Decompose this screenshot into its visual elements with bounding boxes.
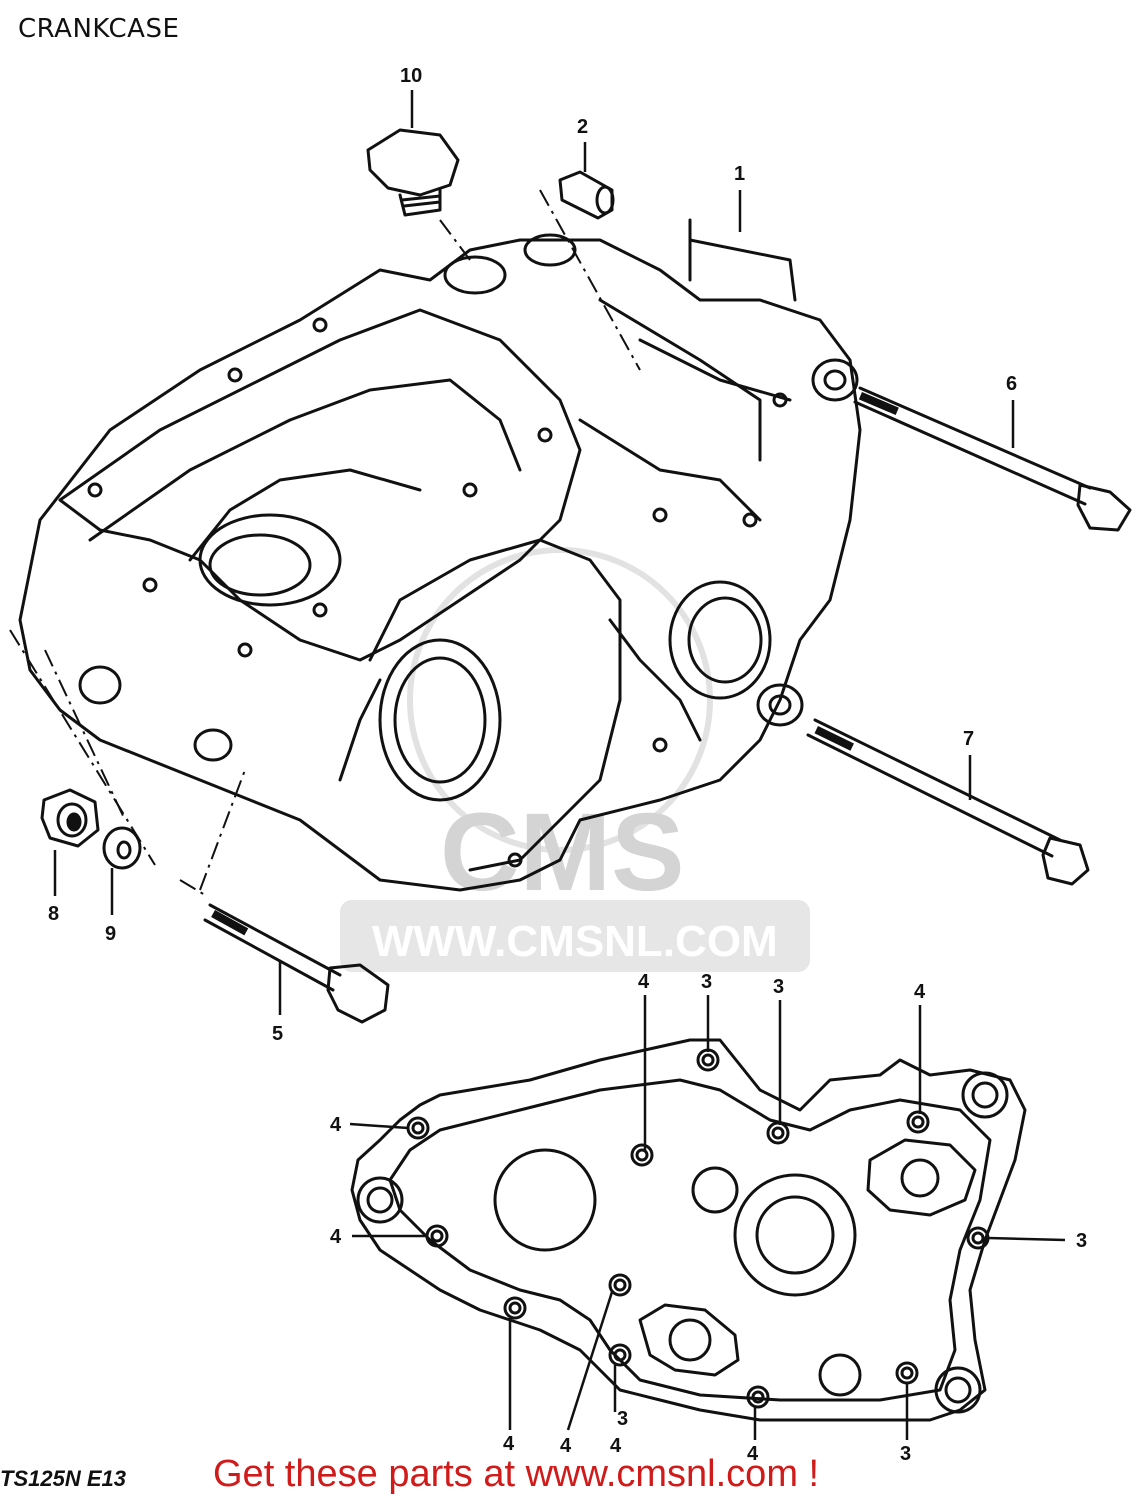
callout-bot-4b: 4 bbox=[560, 1435, 572, 1457]
filler-plug-part bbox=[366, 128, 460, 217]
callout-8: 8 bbox=[48, 903, 59, 925]
callout-right-3: 3 bbox=[1076, 1230, 1087, 1252]
bolt-5-part bbox=[203, 903, 390, 1024]
callout-bot-4d: 4 bbox=[747, 1443, 759, 1465]
callout-lines bbox=[53, 90, 1066, 1440]
dowel-pin-part bbox=[558, 170, 615, 220]
callout-9: 9 bbox=[105, 923, 116, 945]
watermark: CMS WWW.CMSNL.COM bbox=[340, 547, 810, 972]
leader-lines bbox=[9, 189, 641, 896]
watermark-url: WWW.CMSNL.COM bbox=[372, 917, 778, 966]
callout-5: 5 bbox=[272, 1023, 283, 1045]
callout-top-3b: 3 bbox=[773, 976, 784, 998]
callout-7: 7 bbox=[963, 728, 974, 750]
page-title: CRANKCASE bbox=[18, 14, 180, 44]
callout-1: 1 bbox=[734, 163, 745, 185]
long-bolt-7-part bbox=[806, 718, 1090, 886]
crankcase-assembly bbox=[18, 218, 862, 892]
callout-top-4b: 4 bbox=[914, 981, 926, 1003]
nut-8-part bbox=[40, 788, 100, 848]
loose-parts bbox=[40, 128, 1132, 1024]
callout-numbers: 10 2 1 6 7 8 9 5 4 3 3 4 4 4 3 4 4 4 3 4… bbox=[48, 65, 1087, 1465]
callout-10: 10 bbox=[400, 65, 422, 87]
callout-bot-4a: 4 bbox=[503, 1433, 515, 1455]
callout-left-4a: 4 bbox=[330, 1114, 342, 1136]
callout-2: 2 bbox=[577, 116, 588, 138]
model-code: TS125N E13 bbox=[0, 1466, 126, 1491]
washer-9-part bbox=[102, 826, 142, 870]
callout-bot-3b: 3 bbox=[900, 1443, 911, 1465]
callout-bot-4c: 4 bbox=[610, 1435, 622, 1457]
crankcase-half-flat bbox=[350, 1038, 1027, 1422]
callout-bot-3a: 3 bbox=[617, 1408, 628, 1430]
callout-left-4b: 4 bbox=[330, 1226, 342, 1248]
footer-link[interactable]: Get these parts at www.cmsnl.com ! bbox=[213, 1453, 820, 1495]
callout-top-4a: 4 bbox=[638, 971, 650, 993]
long-bolt-6-part bbox=[853, 386, 1132, 532]
callout-6: 6 bbox=[1006, 373, 1017, 395]
callout-top-3a: 3 bbox=[701, 971, 712, 993]
